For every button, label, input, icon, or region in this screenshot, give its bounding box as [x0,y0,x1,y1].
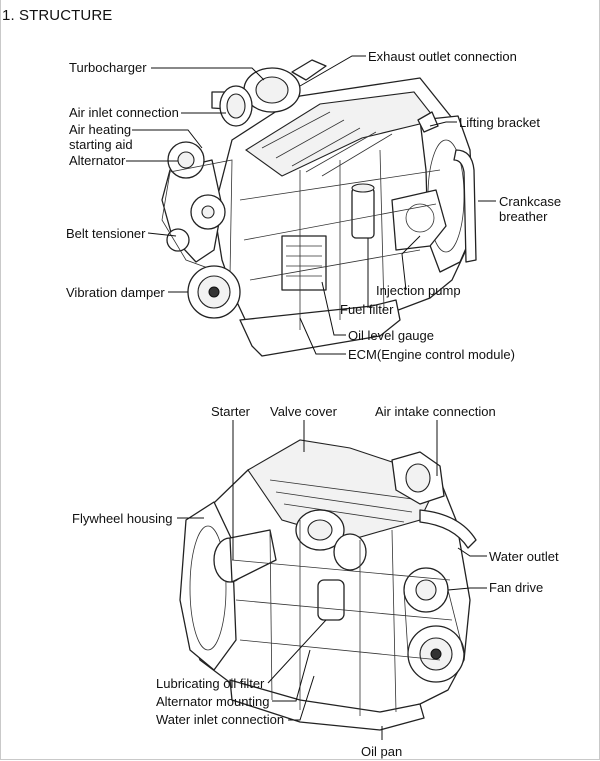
label-water-inlet-connection: Water inlet connection [156,712,284,727]
label-vibration-damper: Vibration damper [66,285,165,300]
label-ecm: ECM(Engine control module) [348,347,515,362]
label-air-intake-connection: Air intake connection [375,404,496,419]
top-leader-lines [126,55,496,355]
label-flywheel-housing: Flywheel housing [72,511,172,526]
label-valve-cover: Valve cover [270,404,338,419]
label-belt-tensioner: Belt tensioner [66,226,146,241]
label-oil-level-gauge: Oil level gauge [348,328,434,343]
label-water-outlet: Water outlet [489,549,559,564]
bottom-leader-lines [177,420,487,740]
label-fan-drive: Fan drive [489,580,543,595]
label-starter: Starter [211,404,251,419]
label-lubricating-oil-filter: Lubricating oil filter [156,676,265,691]
bottom-labels: Starter Valve cover Air intake connectio… [72,404,559,759]
label-air-heating: Air heating [69,122,131,137]
label-turbocharger: Turbocharger [69,60,147,75]
label-alternator: Alternator [69,153,126,168]
label-alternator-mounting: Alternator mounting [156,694,269,709]
label-breather: breather [499,209,548,224]
top-labels: Turbocharger Exhaust outlet connection A… [66,49,561,362]
label-fuel-filter: Fuel filter [340,302,394,317]
label-exhaust-outlet-connection: Exhaust outlet connection [368,49,517,64]
label-crankcase: Crankcase [499,194,561,209]
section-title: 1. STRUCTURE [2,7,113,24]
label-oil-pan: Oil pan [361,744,402,759]
top-engine-drawing [161,59,477,357]
label-starting-aid: starting aid [69,137,133,152]
label-lifting-bracket: Lifting bracket [459,115,540,130]
bottom-engine-drawing [179,439,477,731]
label-injection-pump: Injection pump [376,283,461,298]
label-air-inlet-connection: Air inlet connection [69,105,179,120]
